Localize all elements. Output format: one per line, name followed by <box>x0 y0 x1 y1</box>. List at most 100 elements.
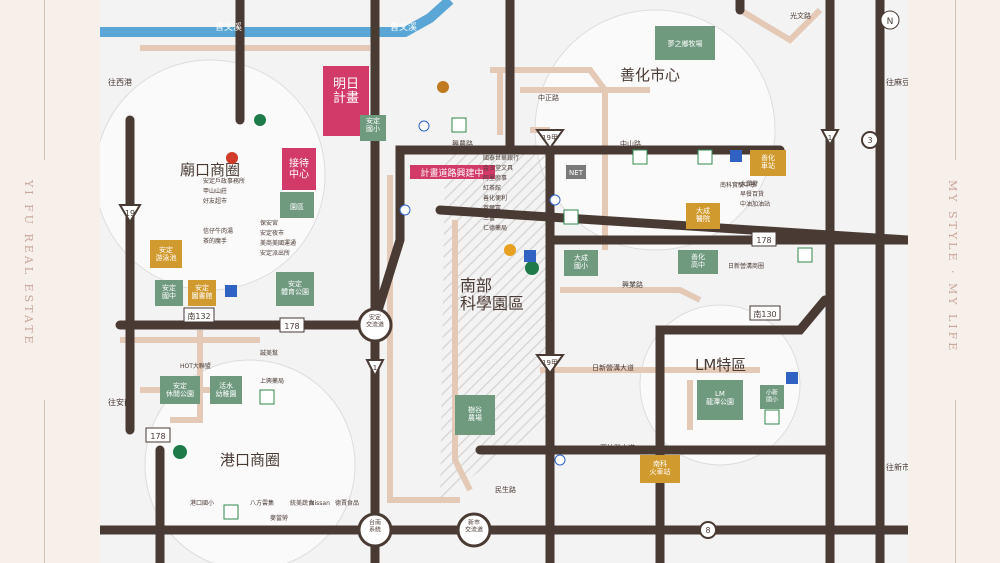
poi-mid-7: 仁德藥局 <box>483 224 507 232</box>
poi-left-7: 美商美國運通 <box>260 239 296 247</box>
brand-left: YI FU REAL ESTATE <box>22 180 35 347</box>
seven-icon-2 <box>563 209 579 225</box>
poi-mid-4: 善化便利 <box>483 194 507 202</box>
poi-left-8: 安定派出所 <box>260 249 290 257</box>
north-arrow <box>880 10 900 30</box>
poi-south-5: 八方雲集 <box>250 499 274 507</box>
shield-178-a <box>279 317 305 333</box>
dacheng-elem-label: 大成國小 <box>574 253 588 270</box>
anding-rest-label: 安定休閒公園 <box>166 381 194 398</box>
shanhua-station-box[interactable] <box>750 150 786 176</box>
road-labels: 興農路 中山路 興業路 中正路 日新營溝大道 西拉雅大道 民生路 光文路 <box>452 11 811 494</box>
post-icon-4 <box>554 454 566 466</box>
nanke-station-box[interactable] <box>640 455 680 483</box>
road-rixing: 日新營溝大道 <box>592 363 634 372</box>
poi-mid-6: 三富 <box>483 214 495 222</box>
dacheng-hospital-label: 大成醫院 <box>696 206 710 223</box>
park-center-box[interactable] <box>280 192 314 218</box>
poi-mid-2: 阿里廚事 <box>483 174 507 182</box>
xinshi-interchange <box>456 512 492 548</box>
post-icon-1 <box>418 120 430 132</box>
construction-bar <box>410 165 495 179</box>
tainan-interchange <box>357 512 393 548</box>
anding-interchange-label: 安定交流道 <box>366 314 384 329</box>
poi-mid-5: 萊爾富 <box>483 204 501 212</box>
shield-19-left-label: 19 <box>125 209 135 218</box>
interchanges: 安定交流道 新市交流道 台南系統 <box>357 307 492 548</box>
pin-icon-1 <box>226 152 238 164</box>
starbucks-icon <box>525 261 539 275</box>
anding-rest-box[interactable] <box>160 376 200 404</box>
poi-lm-2: 大潤發 <box>740 180 758 188</box>
shanhua-station-label: 善化車站 <box>761 153 775 170</box>
shield-nan130-label: 南130 <box>753 309 776 319</box>
poi-left-1: 甲山山莊 <box>203 187 227 195</box>
shield-1-label: 1 <box>828 134 832 142</box>
poi-mid-3: 紅茶館 <box>483 184 501 192</box>
xinshi-elem-label: 小新國小 <box>766 389 778 404</box>
mcdonalds-icon <box>504 244 516 256</box>
shield-178-c-label: 178 <box>150 432 165 441</box>
shield-19-left <box>118 204 142 224</box>
shanhua-high-label: 善化高中 <box>691 252 705 269</box>
river-east-label: 曾文溪 <box>390 21 417 33</box>
poi-columns: 安定戶政事務所 甲山山莊 好友超市 信仔牛肉湯 茶的魔手 保安宮 安定夜市 美商… <box>180 154 770 522</box>
anding-elem-box[interactable] <box>360 115 386 141</box>
poi-left-2: 好友超市 <box>203 197 227 205</box>
minor-roads <box>120 7 823 503</box>
reception-marker[interactable] <box>282 148 316 190</box>
dacheng-hospital-box[interactable] <box>686 203 720 229</box>
poi-left-5: 保安宮 <box>260 219 278 227</box>
poi-mid-0: 國泰世華銀行 <box>483 154 519 162</box>
huoshui-box[interactable] <box>210 376 242 404</box>
seven-icon-1 <box>451 117 467 133</box>
map-canvas[interactable]: 明日計畫 接待中心 計畫道路興建中 廟口商圈 善化市心 LM特區 港口商圈 南部… <box>100 0 908 563</box>
seven-icon-8 <box>223 504 239 520</box>
major-roads <box>100 0 908 563</box>
construction-label: 計畫道路興建中 <box>420 167 483 179</box>
anding-pool-box[interactable] <box>150 240 182 268</box>
huoshui-label: 活水幼稚園 <box>216 381 237 398</box>
starbucks-icon-3 <box>173 445 187 459</box>
poi-south-3: 統美蔬食 <box>290 499 314 507</box>
nanke-station-label: 南科火車站 <box>650 459 671 476</box>
seven-icon-3 <box>632 149 648 165</box>
district-gangkou: 港口商圈 <box>220 451 280 469</box>
net-box[interactable] <box>566 165 586 179</box>
shield-19a-top <box>535 129 565 150</box>
district-shanhua: 善化市心 <box>620 66 680 84</box>
river-west-label: 曾文溪 <box>215 21 242 33</box>
shield-178-a-label: 178 <box>284 322 299 331</box>
project-name: 明日計畫 <box>333 77 359 106</box>
shield-178-b-label: 178 <box>756 236 771 245</box>
anding-junior-box[interactable] <box>155 280 183 306</box>
route-shields: 19 19甲 19甲 1 3 178 178 178 南132 南130 1 8 <box>118 129 879 539</box>
dacheng-elem-box[interactable] <box>564 250 598 276</box>
mengzhi-box[interactable] <box>655 26 715 60</box>
store-icons <box>173 81 813 520</box>
shugu-farm-box[interactable] <box>455 395 495 435</box>
post-icon-2 <box>399 204 411 216</box>
shanhua-high-box[interactable] <box>678 250 718 274</box>
brand-right: MY STYLE · MY LIFE <box>946 180 959 354</box>
facility-markers[interactable]: 安定國小 安定游泳池 安定國中 安定圖書館 安定體育公園 安定休閒公園 活水幼稚… <box>150 26 786 483</box>
starbucks-icon-2 <box>254 114 266 126</box>
shield-19a-top-label: 19甲 <box>542 134 558 142</box>
shield-178-b <box>751 231 777 247</box>
shield-178-c <box>145 427 171 443</box>
poi-lm-3: 早餐百貨 <box>740 190 764 198</box>
shield-1-mid <box>365 359 385 379</box>
anding-pool-label: 安定游泳池 <box>156 245 177 262</box>
bank-icon-3 <box>730 150 742 162</box>
xinshi-elem-box[interactable] <box>760 385 784 409</box>
reception-label: 接待中心 <box>289 157 309 181</box>
poi-left-0: 安定戶政事務所 <box>203 177 245 185</box>
shield-1-mid-label: 1 <box>373 364 377 372</box>
anding-sports-box[interactable] <box>276 272 314 306</box>
left-rule <box>44 0 45 160</box>
anding-interchange <box>357 307 393 343</box>
anding-library-box[interactable] <box>188 280 216 306</box>
dir-xigang: 往西港 <box>108 77 132 87</box>
lm-park-box[interactable] <box>697 380 743 420</box>
